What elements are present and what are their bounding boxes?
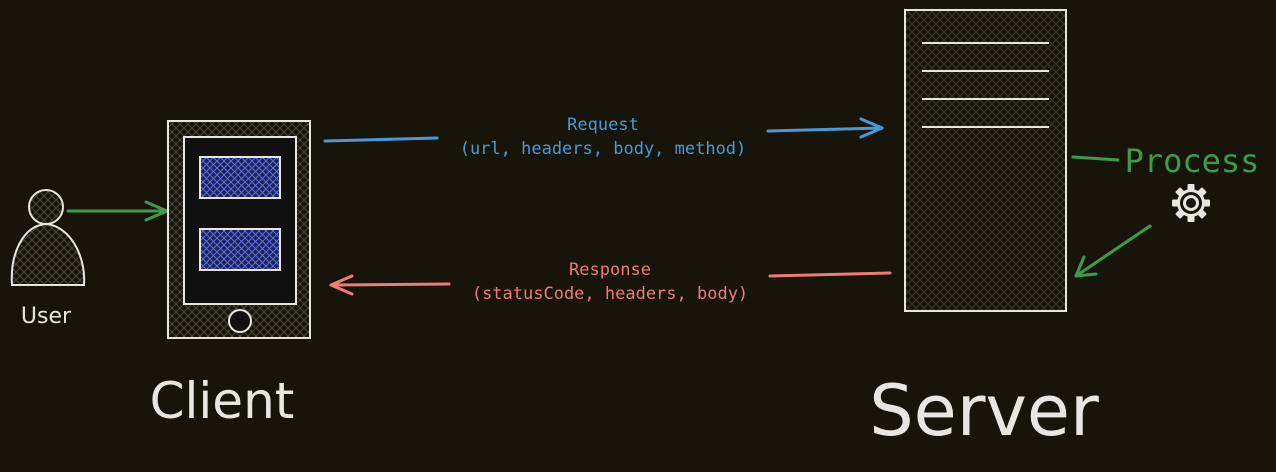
phone-icon xyxy=(167,120,311,339)
process-to-server-arrow xyxy=(1074,224,1152,278)
server-label: Server xyxy=(869,370,1099,452)
response-title: Response xyxy=(569,260,651,280)
user-icon xyxy=(10,189,86,286)
request-title: Request xyxy=(567,115,639,135)
gear-icon xyxy=(1172,184,1210,222)
request-arrow xyxy=(323,117,884,143)
response-arrow xyxy=(329,271,892,296)
content-block xyxy=(199,156,281,199)
user-label: User xyxy=(21,304,72,329)
client-label: Client xyxy=(150,372,295,430)
content-block xyxy=(199,228,281,271)
response-params: (statusCode, headers, body) xyxy=(472,284,748,304)
request-params: (url, headers, body, method) xyxy=(460,139,747,159)
server-icon xyxy=(904,9,1067,312)
home-button xyxy=(228,309,252,333)
process-label: Process xyxy=(1125,142,1260,180)
process-connector xyxy=(1071,155,1120,162)
